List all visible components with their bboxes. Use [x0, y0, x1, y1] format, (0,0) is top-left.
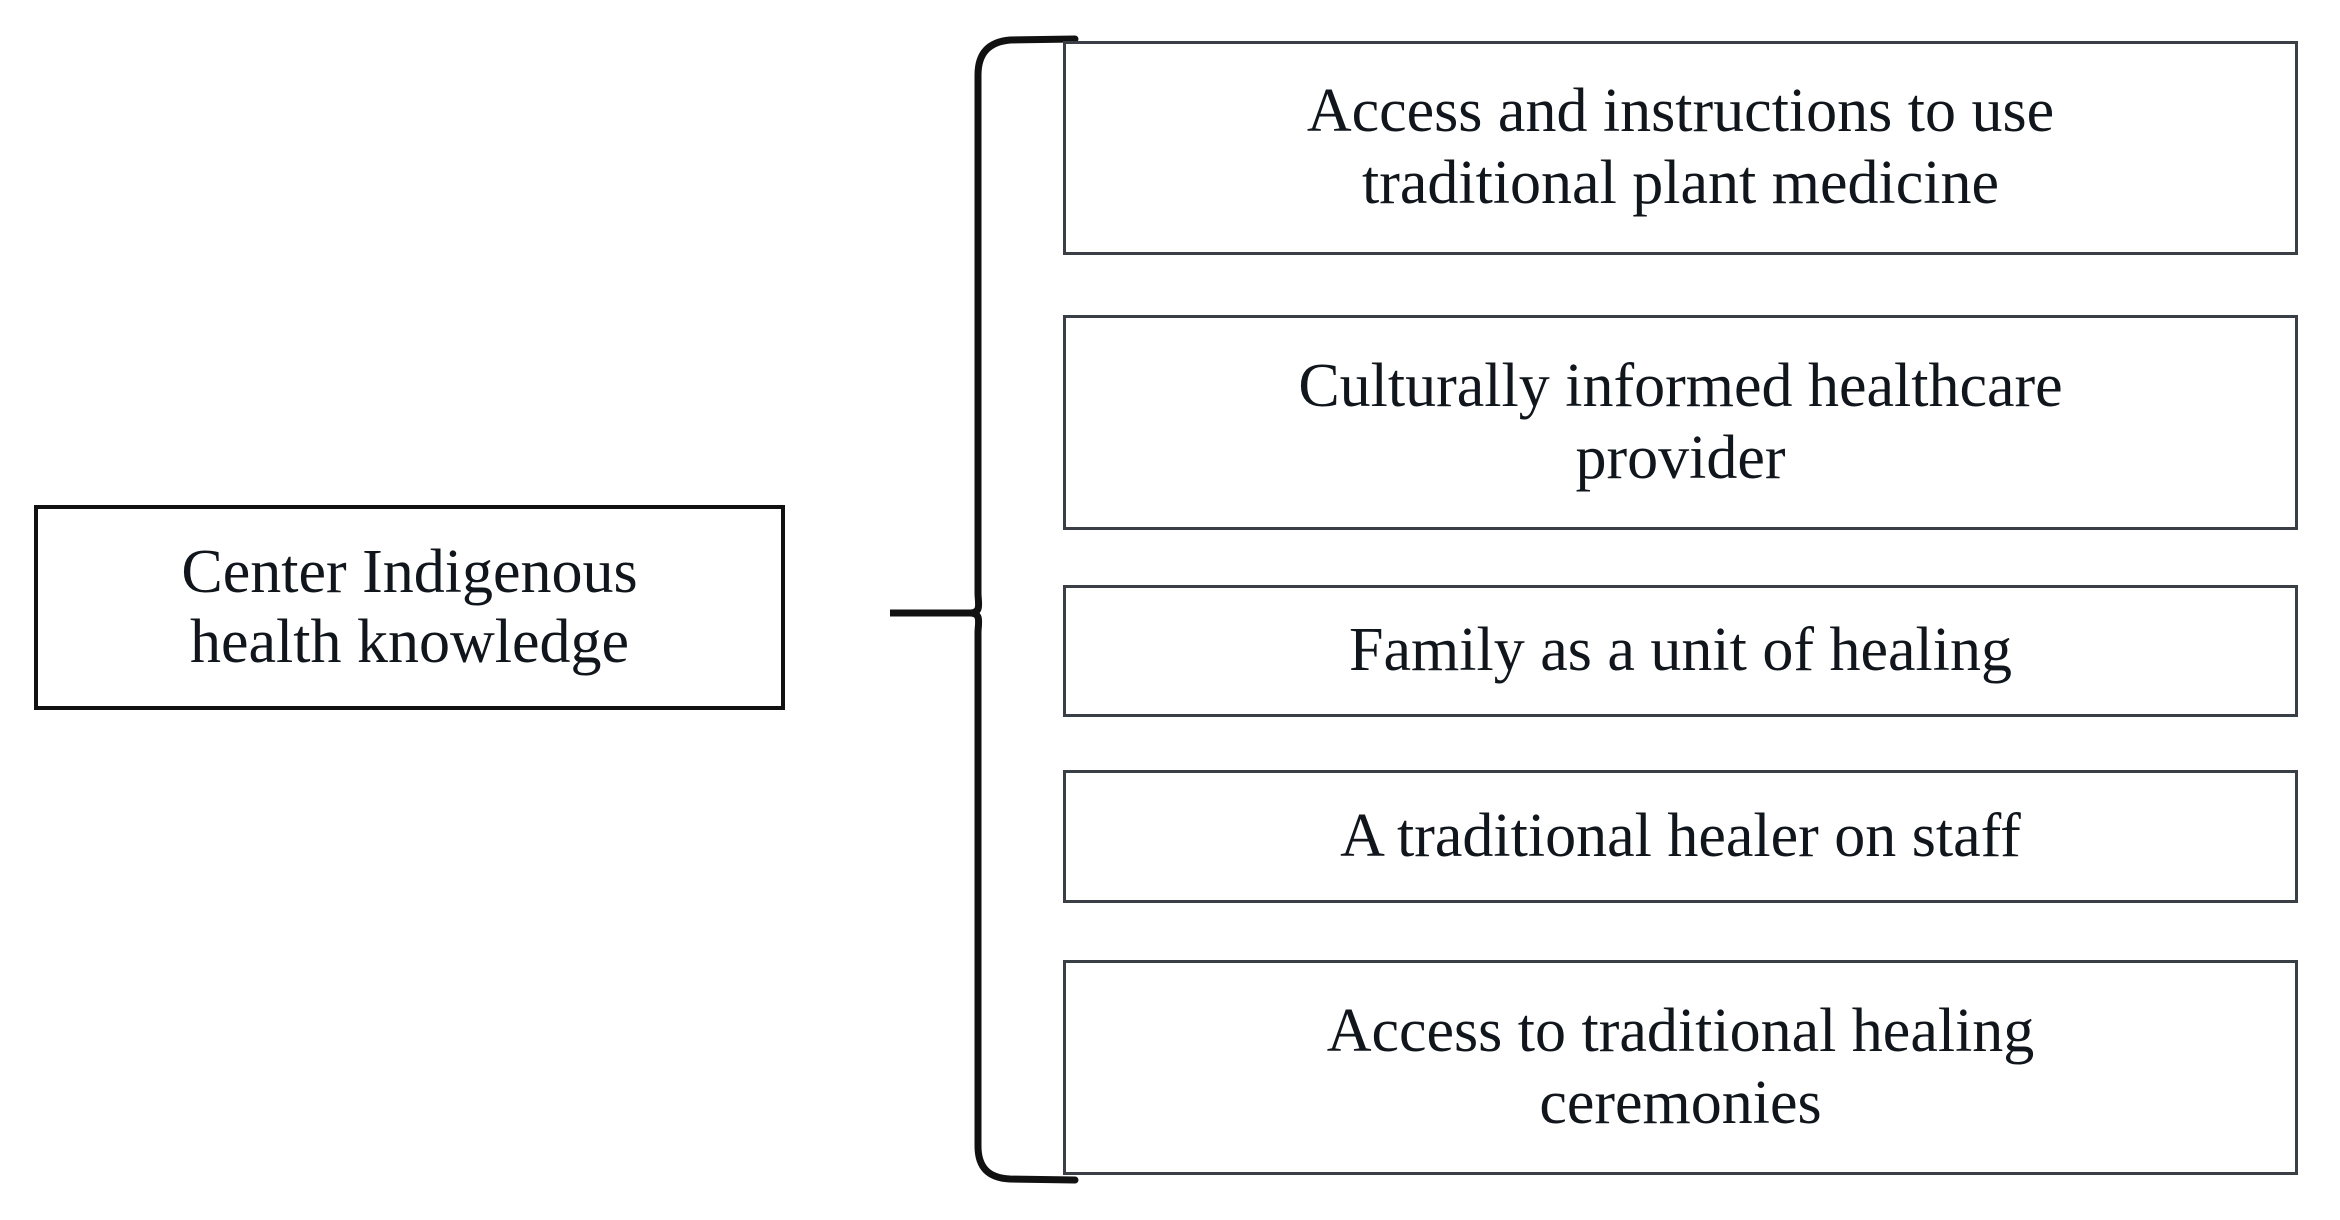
branch-box-2[interactable]: Culturally informed healthcare provider	[1063, 315, 2298, 530]
branch-box-5[interactable]: Access to traditional healing ceremonies	[1063, 960, 2298, 1175]
branch-box-2-label: Culturally informed healthcare provider	[1298, 351, 2063, 492]
branch-box-3[interactable]: Family as a unit of healing	[1063, 585, 2298, 717]
branch-box-1-label: Access and instructions to use tradition…	[1306, 77, 2055, 217]
branch-box-5-label: Access to traditional healing ceremonies	[1326, 996, 2035, 1137]
branch-box-4-label: A traditional healer on staff	[1340, 801, 2021, 870]
root-node-label: Center Indigenous health knowledge	[181, 538, 638, 676]
branch-box-3-label: Family as a unit of healing	[1349, 616, 2012, 685]
branch-box-4[interactable]: A traditional healer on staff	[1063, 770, 2298, 903]
branch-box-1[interactable]: Access and instructions to use tradition…	[1063, 41, 2298, 255]
root-node-center-indigenous-health-knowledge[interactable]: Center Indigenous health knowledge	[34, 505, 785, 710]
